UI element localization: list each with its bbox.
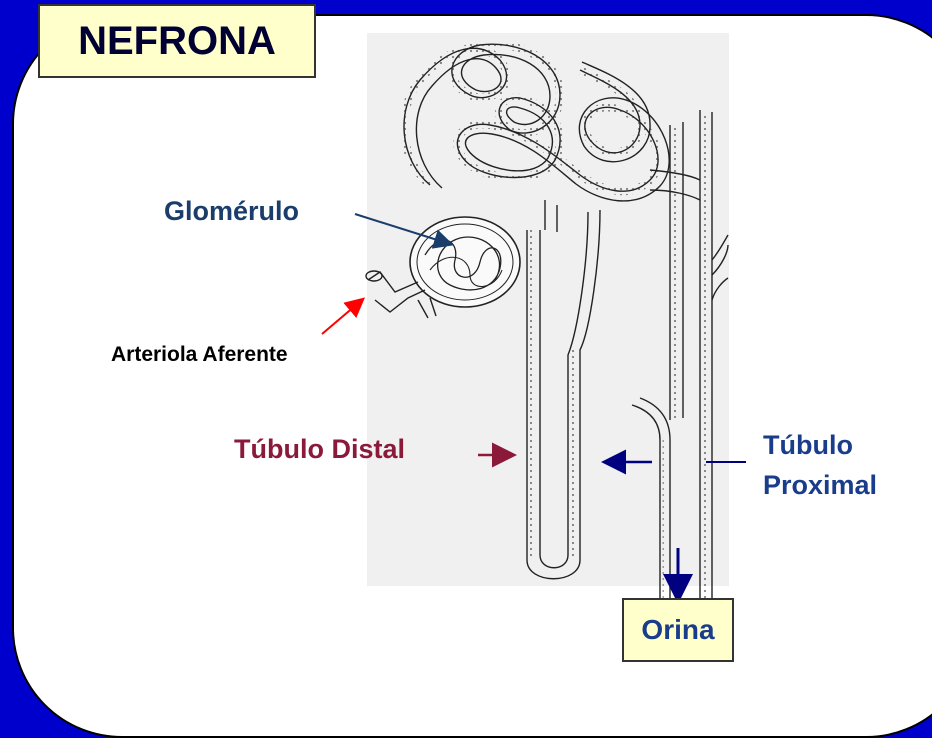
arteriola-pointer-arrow <box>322 300 362 334</box>
orina-label: Orina <box>641 614 714 646</box>
glomerulus-drawing <box>410 217 520 307</box>
tubulo-distal-label: Túbulo Distal <box>234 434 405 465</box>
title-box: NEFRONA <box>38 4 316 78</box>
glomerulo-label: Glomérulo <box>164 196 299 227</box>
tubulo-proximal-line2: Proximal <box>763 465 877 505</box>
orina-box: Orina <box>622 598 734 662</box>
slide: NEFRONA Glomérulo Arteriola Aferente Túb… <box>0 0 932 661</box>
convoluted-tubule <box>404 44 669 201</box>
tubulo-proximal-label: Túbulo Proximal <box>763 425 877 505</box>
loop-of-henle <box>527 200 600 579</box>
arteriola-aferente-label: Arteriola Aferente <box>111 343 288 367</box>
page-title: NEFRONA <box>78 19 276 64</box>
tubulo-proximal-line1: Túbulo <box>763 425 877 465</box>
nephron-illustration <box>0 0 932 661</box>
